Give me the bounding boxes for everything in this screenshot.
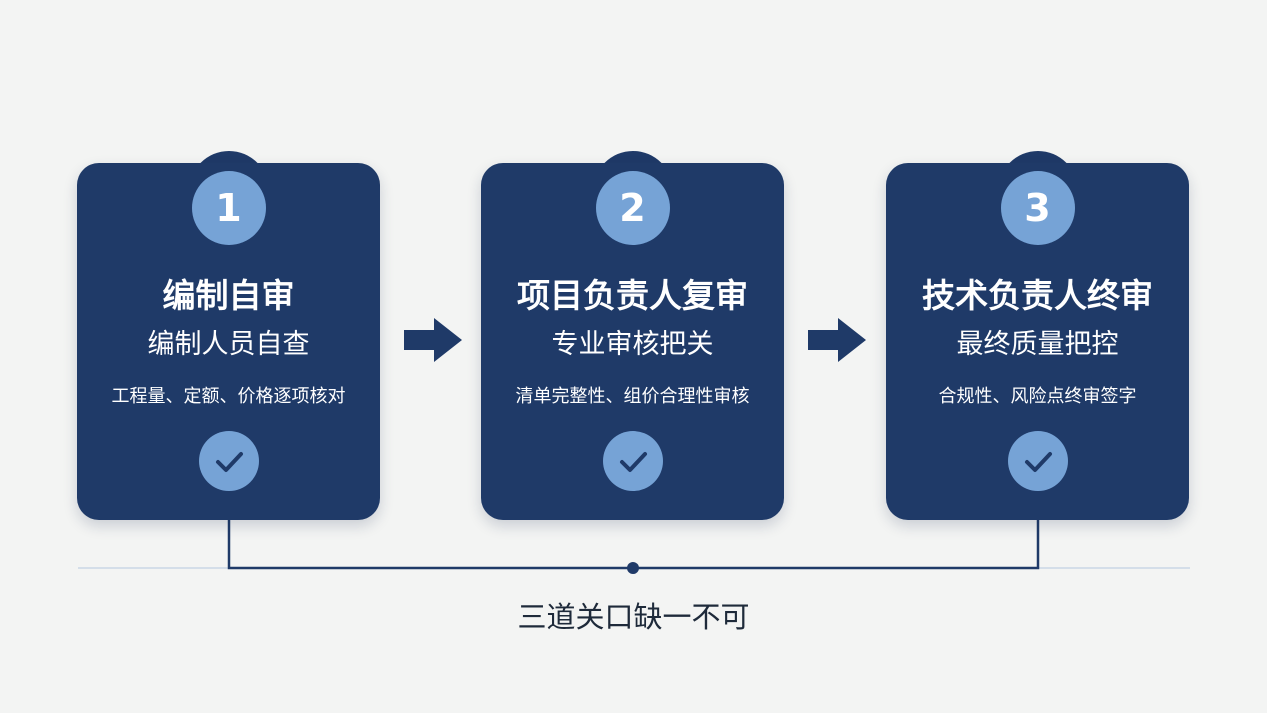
step-card-2: 2 项目负责人复审 专业审核把关 清单完整性、组价合理性审核	[481, 163, 784, 520]
step-title: 项目负责人复审	[517, 276, 748, 315]
connector-bracket	[227, 520, 1040, 570]
step-description: 清单完整性、组价合理性审核	[515, 386, 750, 407]
step-description: 合规性、风险点终审签字	[938, 386, 1137, 407]
footer-caption: 三道关口缺一不可	[517, 600, 750, 634]
step-subtitle: 编制人员自查	[147, 329, 310, 360]
step-description: 工程量、定额、价格逐项核对	[111, 386, 346, 407]
step-number-badge: 1	[191, 171, 266, 245]
step-card-1: 1 编制自审 编制人员自查 工程量、定额、价格逐项核对	[77, 163, 380, 520]
step-card-3: 3 技术负责人终审 最终质量把控 合规性、风险点终审签字	[886, 163, 1189, 520]
step-subtitle: 专业审核把关	[551, 329, 714, 360]
step-number-badge: 2	[595, 171, 670, 245]
step-title: 编制自审	[162, 276, 295, 315]
step-subtitle: 最终质量把控	[956, 329, 1119, 360]
checkmark-icon	[198, 431, 259, 491]
checkmark-icon	[1007, 431, 1068, 491]
step-number-badge: 3	[1000, 171, 1075, 245]
step-title: 技术负责人终审	[922, 276, 1153, 315]
arrow-right-icon	[808, 318, 866, 362]
connector-center-dot	[627, 562, 639, 574]
arrow-right-icon	[404, 318, 462, 362]
checkmark-icon	[602, 431, 663, 491]
